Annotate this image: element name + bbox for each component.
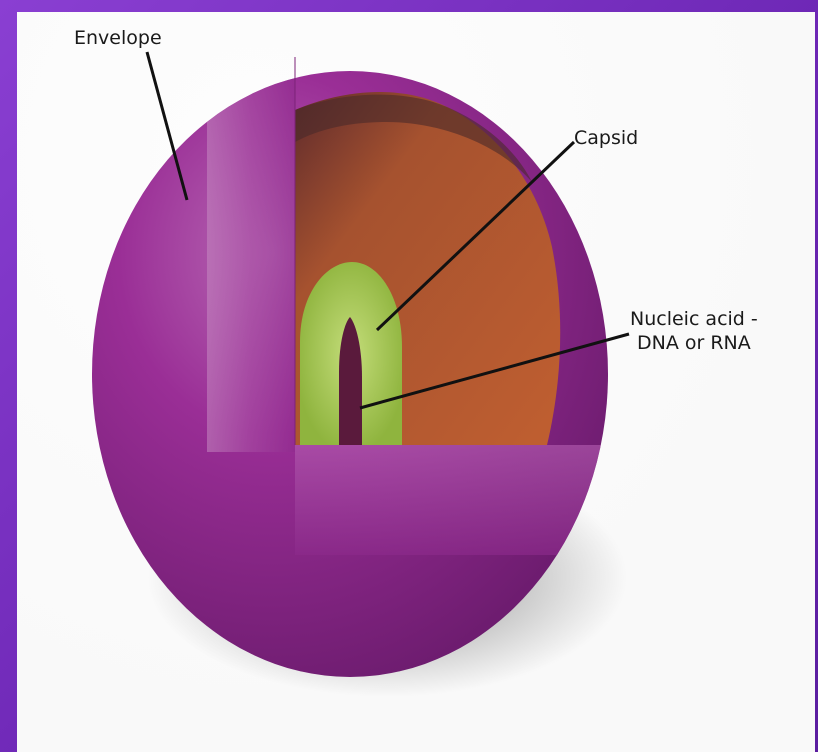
virus-diagram [17,12,815,752]
nucleic-acid-label-line2: DNA or RNA [630,331,758,355]
capsid-label: Capsid [574,126,638,150]
nucleic-acid-label-line1: Nucleic acid - [630,307,758,331]
diagram-page: Envelope Capsid Nucleic acid - DNA or RN… [17,12,815,752]
nucleic-acid-label: Nucleic acid - DNA or RNA [630,307,758,355]
envelope-cut-face-vertical [207,57,295,452]
envelope-label: Envelope [74,26,162,50]
